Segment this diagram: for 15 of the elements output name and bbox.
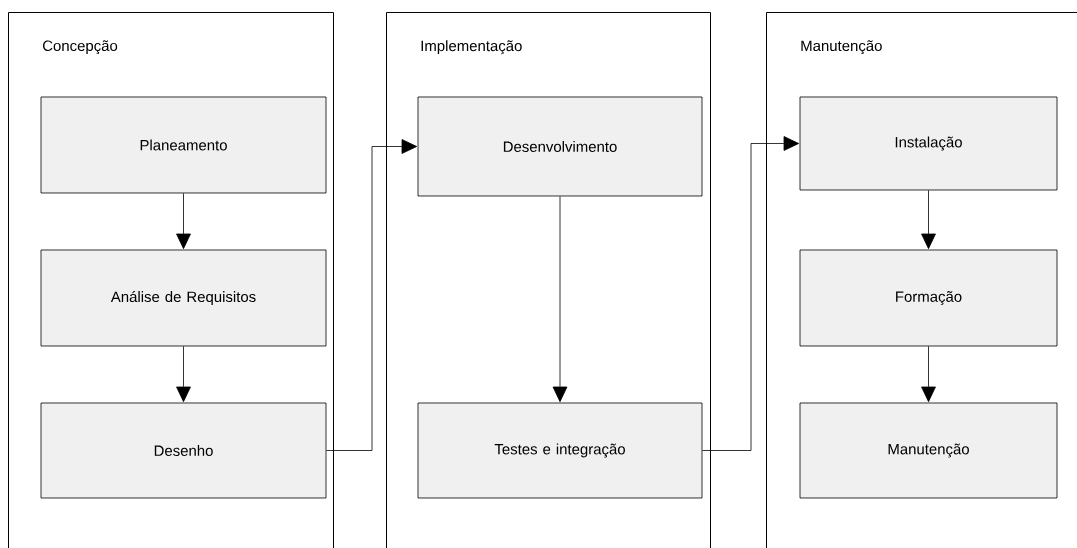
arrow: [326, 139, 418, 451]
process-box: Desenho: [40, 402, 327, 499]
arrow: [702, 136, 800, 451]
process-box: Desenvolvimento: [417, 96, 703, 197]
arrow: [552, 196, 568, 403]
process-box: Testes e integração: [417, 402, 703, 499]
process-box: Análise de Requisitos: [40, 249, 327, 347]
process-box: Instalação: [799, 96, 1058, 191]
arrow: [921, 346, 936, 403]
arrow: [176, 193, 191, 250]
process-box: Formação: [799, 249, 1058, 347]
arrow: [921, 190, 936, 250]
process-box: Manutenção: [799, 402, 1058, 499]
process-box: Planeamento: [40, 96, 327, 194]
arrow: [176, 346, 191, 403]
